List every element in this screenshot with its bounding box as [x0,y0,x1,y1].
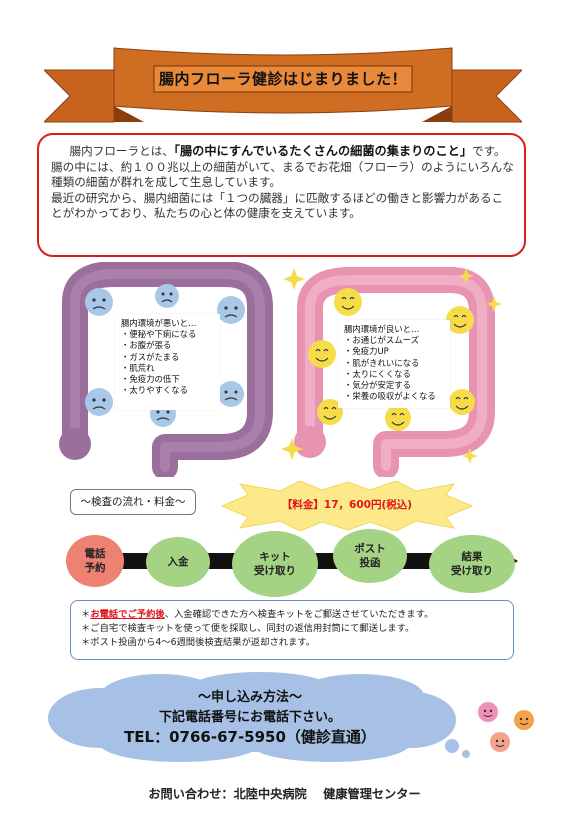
happy-face-icon [334,288,362,316]
intro-box: 腸内フローラとは、「腸の中にすんでいるたくさんの細菌の集まりのこと」です。 腸の… [37,133,526,257]
sparkle-icon [283,268,305,290]
note-line-3: ＊ポスト投函から4～6週間後検査結果が返却されます。 [81,637,316,648]
sparkle-icon [281,438,303,460]
list-item: ・太りやすくなる [121,385,188,396]
intro-lead-text: 腸内フローラとは、 [69,144,174,158]
list-item: ・肌荒れ [121,362,155,373]
bacteria-pink-icon [478,702,498,722]
cloud-icon [48,672,470,762]
intro-paragraph-3: 最近の研究から、腸内細菌には「１つの臓器」に匹敵するほどの働きと影響力があること… [51,190,504,221]
happy-face-icon [317,399,343,425]
step-post-mail: ポスト投函 [333,529,407,583]
process-flow: 電話予約 入金 キット受け取り ポスト投函 結果受け取り [60,527,530,617]
sparkle-icon [462,448,478,464]
title-ribbon: 腸内フローラ健診はじまりました！ [44,40,522,124]
list-item: ・ガスがたまる [121,351,180,362]
flow-heading: ～検査の流れ・料金～ [70,489,196,515]
step-phone-reservation: 電話予約 [66,535,124,587]
application-phone[interactable]: TEL：0766-67-5950（健診直通） [124,728,376,746]
ribbon-shape [44,47,522,123]
sad-face-icon [155,284,179,308]
list-item: ・お通じがスムーズ [344,335,419,346]
step-payment: 入金 [146,537,210,587]
step-line: ポスト [354,543,386,555]
sparkle-icon [486,296,502,312]
note-prefix: ＊ [81,609,91,620]
list-item: ・気分が安定する [344,380,411,391]
sad-face-icon [218,381,244,407]
list-item: ・栄養の吸収がよくなる [344,391,436,402]
note-rest: 、入金確認できた方へ検査キットをご郵送させていただきます。 [164,609,434,620]
bad-state-list: ・便秘や下痢になる ・お腹が張る ・ガスがたまる ・肌荒れ ・免疫力の低下 ・太… [121,329,214,396]
bacteria-orange-icon [514,710,534,730]
happy-face-icon [449,389,475,415]
list-item: ・便秘や下痢になる [121,329,197,340]
step-line: 受け取り [254,565,296,577]
step-line: 電話 [84,548,106,560]
step-line: 入金 [167,556,189,568]
bacteria-icon [478,702,534,752]
sad-face-icon [85,288,113,316]
contact-footer: お問い合わせ：北陸中央病院 健康管理センター [148,787,421,801]
intro-paragraph-1: 腸内フローラとは、「腸の中にすんでいるたくさんの細菌の集まりのこと」です。 [51,144,514,160]
bad-intestine-icon [59,262,273,477]
application-cloud: ～申し込み方法～ 下記電話番号にお電話下さい。 TEL：0766-67-5950… [40,672,480,768]
list-item: ・お腹が張る [121,340,172,351]
good-state-card: 腸内環境が良いと… ・お通じがスムーズ ・免疫力UP ・肌がきれいになる ・太り… [338,320,450,408]
application-instruction: 下記電話番号にお電話下さい。 [158,710,341,725]
intro-paragraph-2: 腸の中には、約１００兆以上の細菌がいて、まるでお花畑（フローラ）のようにいろんな… [51,159,514,190]
list-item: ・太りにくくなる [344,368,411,379]
bad-state-title: 腸内環境が悪いと… [121,318,197,328]
step-line: キット [259,551,291,563]
step-line: 予約 [84,562,106,574]
burst-icon [220,481,474,531]
bacteria-peach-icon [490,732,510,752]
note-line-1: ＊お電話でご予約後、入金確認できた方へ検査キットをご郵送させていただきます。 [81,608,503,622]
bad-state-card: 腸内環境が悪いと… ・便秘や下痢になる ・お腹が張る ・ガスがたまる ・肌荒れ … [115,314,220,410]
intro-lead-tail: です。 [472,144,506,158]
good-intestine-icon [281,267,502,477]
good-state-title: 腸内環境が良いと… [344,324,420,334]
good-intestine-illustration: 腸内環境が良いと… ・お通じがスムーズ ・免疫力UP ・肌がきれいになる ・太り… [280,262,505,477]
bacteria-decoration [474,698,544,758]
step-line: 投函 [359,557,381,569]
price-badge: 【料金】17，600円(税込) [218,481,476,531]
list-item: ・免疫力の低下 [121,374,180,385]
bad-intestine-illustration: 腸内環境が悪いと… ・便秘や下痢になる ・お腹が張る ・ガスがたまる ・肌荒れ … [55,262,275,477]
sad-face-icon [85,388,113,416]
notes-box: ＊お電話でご予約後、入金確認できた方へ検査キットをご郵送させていただきます。 ＊… [70,600,514,660]
intro-emphasis: 「腸の中にすんでいるたくさんの細菌の集まりのこと」 [173,144,473,158]
sad-face-icon [217,296,245,324]
step-line: 受け取り [451,565,493,577]
list-item: ・肌がきれいになる [344,357,420,368]
application-title: ～申し込み方法～ [197,690,302,705]
step-kit-receipt: キット受け取り [232,531,318,597]
happy-face-icon [308,340,336,368]
happy-face-icon [446,306,474,334]
list-item: ・免疫力UP [344,346,389,357]
price-label: 【料金】17，600円(税込) [281,499,413,511]
note-line-2: ＊ご自宅で検査キットを使って便を採取し、同封の返信用封筒にて郵送します。 [81,623,415,634]
sparkle-icon [458,268,474,284]
page-title: 腸内フローラ健診はじまりました！ [158,70,407,88]
step-line: 結果 [461,551,483,563]
note-highlight: お電話でご予約後 [90,609,165,620]
good-state-list: ・お通じがスムーズ ・免疫力UP ・肌がきれいになる ・太りにくくなる ・気分が… [344,335,444,402]
happy-face-icon [385,405,411,431]
step-result-receipt: 結果受け取り [429,535,515,593]
